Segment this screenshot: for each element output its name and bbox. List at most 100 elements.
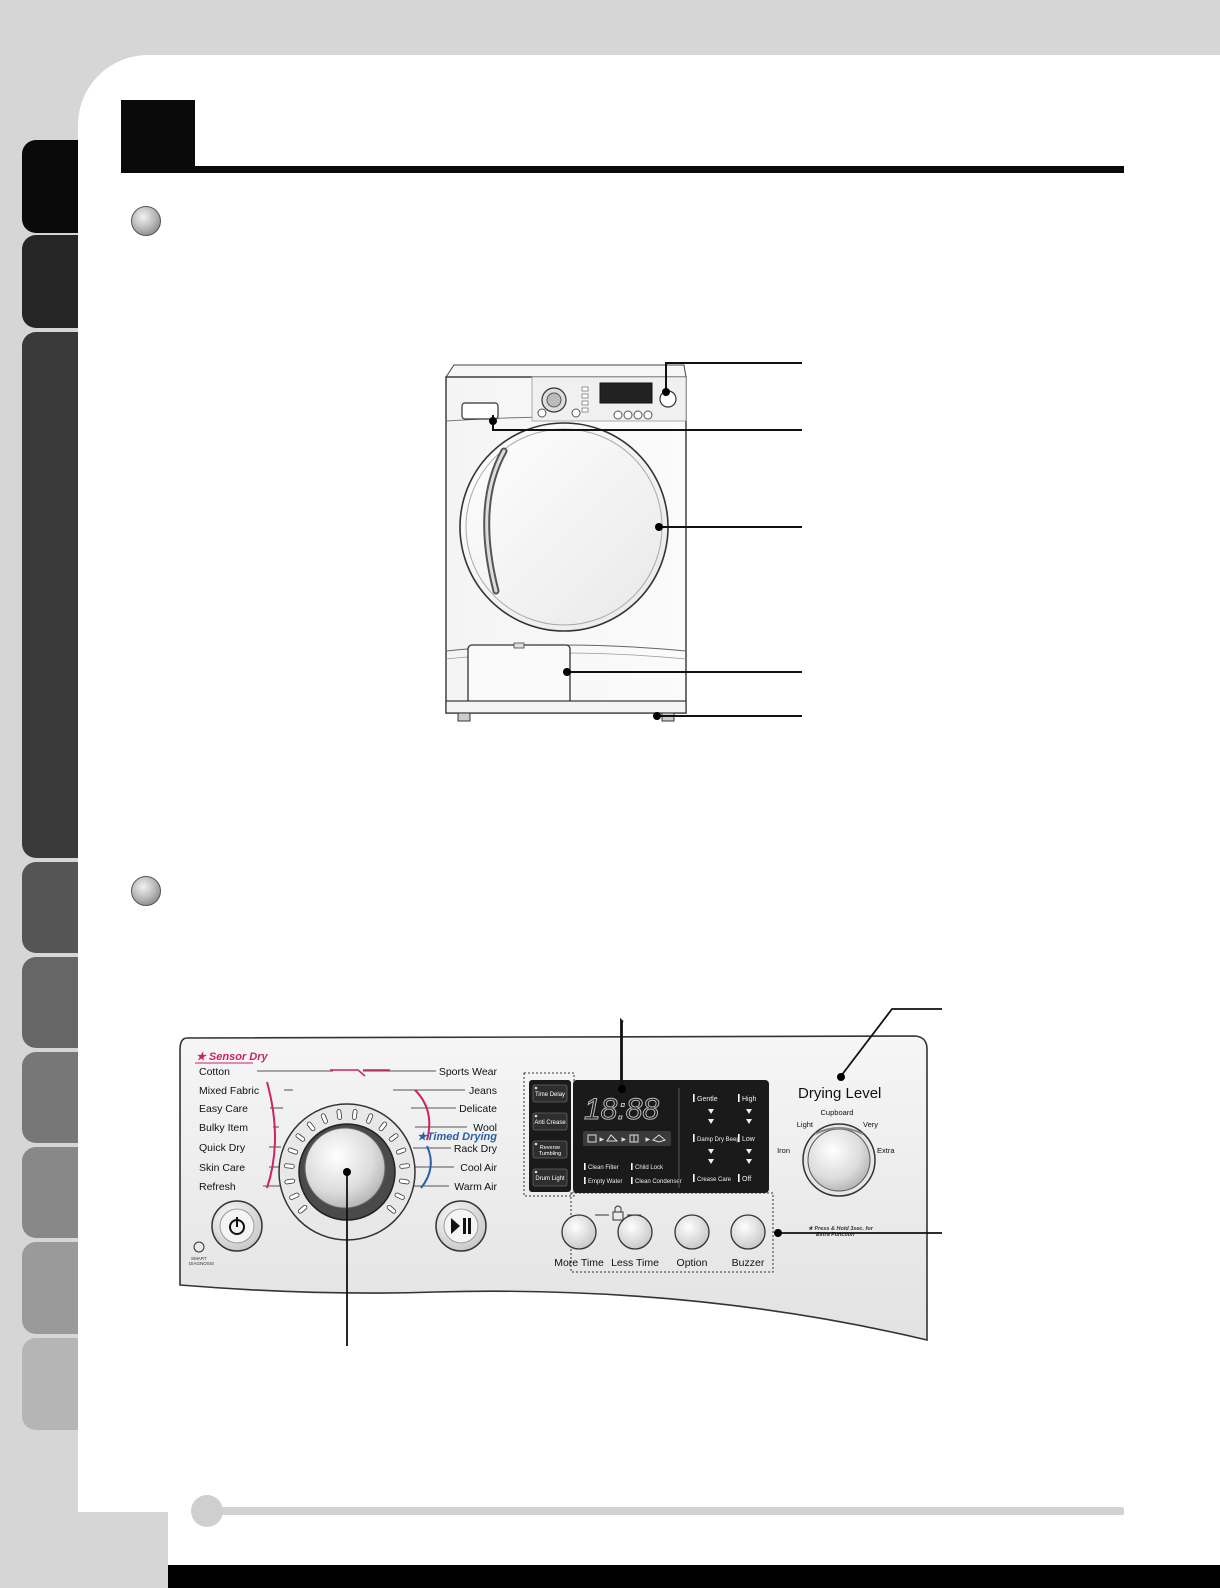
footer-corner: [78, 1512, 168, 1588]
program-label: Mixed Fabric: [199, 1085, 259, 1097]
control-button[interactable]: More Time: [554, 1214, 604, 1269]
option-button[interactable]: Drum Light: [532, 1168, 568, 1187]
program-label: Rack Dry: [454, 1143, 498, 1155]
status-indicator: Empty Water: [588, 1179, 622, 1185]
drying-level-label: Cupboard: [821, 1108, 854, 1117]
section-tab[interactable]: [22, 1242, 78, 1334]
dryer-display: [599, 382, 653, 404]
dry-option-label: Off: [742, 1176, 751, 1183]
page-number-circle: [191, 1495, 223, 1527]
program-label: Bulky Item: [199, 1122, 248, 1134]
dial-position-mark: [398, 1178, 410, 1185]
dial-position-mark: [399, 1163, 411, 1169]
control-button-label: Buzzer: [732, 1257, 765, 1269]
footnote-line2: Extra Function: [816, 1232, 855, 1238]
dial-position-mark: [297, 1204, 308, 1214]
section-bullet-icon: [131, 206, 161, 236]
power-button[interactable]: [211, 1200, 263, 1252]
water-container-drawer[interactable]: [461, 402, 499, 420]
control-button[interactable]: Buzzer: [730, 1214, 766, 1269]
program-label: Sports Wear: [439, 1066, 498, 1078]
dry-option-label: Crease Care: [697, 1177, 732, 1183]
start-pause-button[interactable]: [435, 1200, 487, 1252]
program-label: Warm Air: [454, 1181, 497, 1193]
dial-position-mark: [295, 1133, 306, 1142]
section-tab[interactable]: [22, 1147, 78, 1238]
dry-option-label: High: [742, 1096, 757, 1103]
arrow-down-icon: [708, 1149, 714, 1154]
dial-position-mark: [394, 1192, 405, 1200]
svg-text:18:88: 18:88: [584, 1093, 659, 1126]
section-tab[interactable]: [22, 140, 78, 233]
program-label: Cotton: [199, 1066, 230, 1078]
digit-readout: 18:88: [584, 1093, 660, 1127]
footer-strip: [168, 1565, 1220, 1588]
dial-position-mark: [287, 1147, 299, 1155]
arrow-down-icon: [746, 1159, 752, 1164]
program-label: Wool: [473, 1122, 497, 1134]
play-pause-icon: [451, 1218, 471, 1234]
timed-drying-header: ★Timed Drying: [417, 1131, 497, 1143]
svg-text:Drum Light: Drum Light: [535, 1176, 565, 1182]
svg-text:DIAGNOSIS: DIAGNOSIS: [189, 1261, 214, 1266]
dial-position-mark: [283, 1163, 295, 1169]
arrow-down-icon: [708, 1109, 714, 1114]
program-label: Cool Air: [460, 1162, 497, 1174]
section-tab[interactable]: [22, 1052, 78, 1143]
control-button[interactable]: Option: [674, 1214, 710, 1269]
section-tab[interactable]: [22, 1338, 78, 1430]
footer-line: [222, 1507, 1124, 1515]
dryer-door[interactable]: [459, 422, 669, 632]
arrow-down-icon: [708, 1159, 714, 1164]
status-indicator: Clean Filter: [588, 1165, 619, 1171]
drying-level-label: Light: [797, 1120, 814, 1129]
svg-text:SMART: SMART: [191, 1256, 207, 1261]
section-tab[interactable]: [22, 235, 78, 328]
panel-leader-lines: [346, 1008, 942, 1346]
dial-position-mark: [366, 1113, 374, 1124]
dryer-front-illustration: [445, 362, 802, 722]
program-label: Quick Dry: [199, 1142, 246, 1154]
arrow-down-icon: [708, 1119, 714, 1124]
drying-level-label: Very: [863, 1120, 878, 1129]
program-label: Easy Care: [199, 1103, 248, 1115]
option-button[interactable]: Time Delay: [532, 1084, 568, 1103]
dial-position-mark: [289, 1192, 300, 1200]
sensor-dry-header: ★ Sensor Dry: [196, 1051, 268, 1063]
arrow-down-icon: [746, 1119, 752, 1124]
svg-text:Anti Crease: Anti Crease: [534, 1120, 566, 1126]
dial-position-mark: [320, 1113, 328, 1124]
drying-level-label: Extra: [877, 1146, 895, 1155]
svg-text:Reverse: Reverse: [540, 1145, 560, 1151]
header-rule: [121, 166, 1124, 173]
status-indicator: Clean Condenser: [635, 1179, 682, 1185]
dry-option-label: Damp Dry Beep: [697, 1137, 740, 1143]
arrow-down-icon: [746, 1109, 752, 1114]
condenser-cover[interactable]: [467, 644, 571, 708]
control-button[interactable]: Less Time: [611, 1214, 659, 1269]
svg-text:Tumbling: Tumbling: [539, 1151, 561, 1157]
smart-diagnosis-logo: SMART DIAGNOSIS: [189, 1241, 214, 1266]
section-tab[interactable]: [22, 957, 78, 1048]
status-indicator: Child Lock: [635, 1165, 664, 1171]
program-label: Jeans: [469, 1085, 497, 1097]
control-button-label: Option: [677, 1257, 708, 1269]
section-bullet-icon: [131, 876, 161, 906]
dial-position-mark: [284, 1178, 296, 1185]
section-tab[interactable]: [22, 862, 78, 953]
arrow-down-icon: [746, 1149, 752, 1154]
chapter-number-block: [121, 100, 195, 172]
dial-position-mark: [336, 1109, 343, 1120]
dial-position-mark: [351, 1109, 358, 1120]
dial-position-mark: [378, 1121, 388, 1132]
dry-option-label: Gentle: [697, 1096, 718, 1103]
dial-position-mark: [306, 1121, 316, 1132]
option-button[interactable]: Anti Crease: [532, 1112, 568, 1131]
dry-option-label: Low: [742, 1136, 756, 1143]
program-label: Delicate: [459, 1103, 497, 1115]
drying-level-label: Iron: [777, 1146, 790, 1155]
control-button-label: Less Time: [611, 1257, 659, 1269]
section-tab[interactable]: [22, 332, 78, 858]
